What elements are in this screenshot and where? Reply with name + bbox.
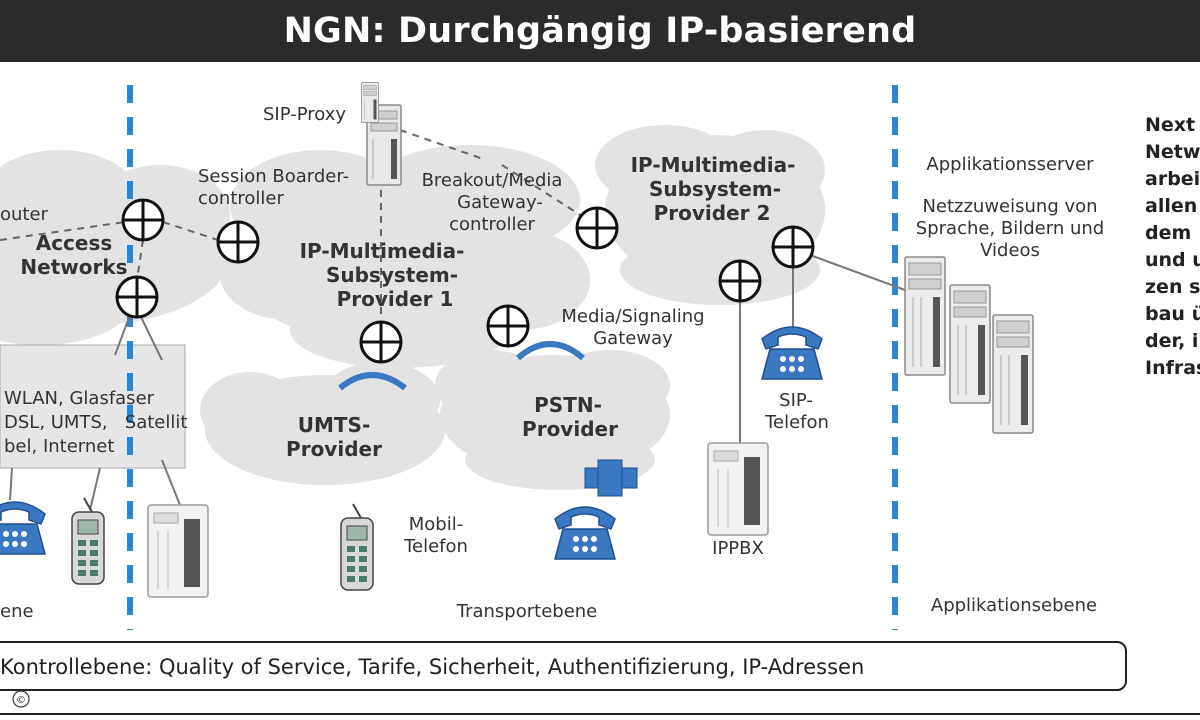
mobile-phone-icon	[340, 503, 374, 591]
cloud-ims-provider-2	[595, 125, 825, 305]
side-text-line: bau ü	[1145, 303, 1200, 325]
side-text-line: Next	[1145, 114, 1195, 136]
cloud-access-networks	[0, 150, 230, 345]
application-server-icon-1	[904, 256, 946, 376]
label-copyright: ©	[16, 695, 26, 706]
label-ims1-2: Subsystem-	[326, 263, 458, 287]
label-applikationsserver: Applikationsserver	[926, 154, 1094, 175]
label-sip-telefon-2: Telefon	[764, 412, 829, 433]
router-access-2	[115, 275, 159, 319]
label-umts-2: Provider	[286, 437, 382, 461]
ippbx-icon	[707, 442, 769, 536]
label-access-networks-1: Access	[36, 231, 113, 255]
label-ebene-left: ene	[0, 601, 34, 622]
label-ims2-3: Provider 2	[654, 201, 771, 225]
label-ims1-3: Provider 1	[337, 287, 454, 311]
network-links	[9, 254, 906, 511]
label-session-controller-1: Session Boarder-	[198, 166, 349, 187]
router-ippbx	[718, 259, 762, 303]
router-ims-2	[771, 225, 815, 269]
label-breakout-1: Breakout/Media	[422, 170, 563, 191]
side-text-line: der, i	[1145, 330, 1198, 352]
label-ims2-2: Subsystem-	[649, 177, 781, 201]
phone-left-icon	[0, 501, 46, 555]
label-sip-telefon-1: SIP-	[779, 390, 813, 411]
label-mobil-telefon-1: Mobil-	[409, 514, 463, 535]
router-ims-interconnect	[575, 206, 619, 250]
title-bar: NGN: Durchgängig IP-basierend	[0, 0, 1200, 62]
side-text-line: Netw	[1145, 141, 1200, 163]
side-text-line: zen s	[1145, 276, 1200, 298]
router-session-controller	[216, 220, 260, 264]
label-mobil-telefon-2: Telefon	[403, 536, 468, 557]
label-umts-1: UMTS-	[298, 413, 371, 437]
label-router: outer	[0, 204, 49, 225]
label-kontrollebene: Kontrollebene: Quality of Service, Tarif…	[0, 655, 864, 679]
label-transportebene: Transportebene	[456, 601, 598, 622]
side-text: Next Netw arbei allen dem und u zen s ba…	[1145, 114, 1200, 379]
side-text-line: und u	[1145, 249, 1200, 271]
side-text-line: Infras	[1145, 357, 1200, 379]
gateway-controller-server-icon	[361, 82, 379, 123]
label-media-gateway-2: Gateway	[593, 328, 673, 349]
label-netzzuweisung-2: Sprache, Bildern und	[916, 218, 1104, 239]
label-breakout-2: Gateway-	[457, 192, 543, 213]
label-session-controller-2: controller	[198, 188, 284, 209]
label-ippbx: IPPBX	[712, 538, 764, 559]
label-sip-proxy: SIP-Proxy	[263, 104, 346, 125]
label-access-types-2: DSL, UMTS, Satellit	[4, 412, 187, 433]
side-text-line: arbei	[1145, 168, 1200, 190]
router-media-gateway	[486, 304, 530, 348]
label-netzzuweisung-1: Netzzuweisung von	[922, 196, 1097, 217]
label-applikationsebene: Applikationsebene	[931, 595, 1097, 616]
label-ims1-1: IP-Multimedia-	[300, 239, 465, 263]
router-access-1	[121, 198, 165, 242]
label-media-gateway-1: Media/Signaling	[561, 306, 704, 327]
label-netzzuweisung-3: Videos	[980, 240, 1040, 261]
side-text-line: dem	[1145, 222, 1191, 244]
label-ims2-1: IP-Multimedia-	[631, 153, 796, 177]
router-ims-1	[359, 320, 403, 364]
label-breakout-3: controller	[449, 214, 535, 235]
pstn-phone-icon	[554, 506, 616, 560]
gateway-arcs	[338, 341, 585, 391]
label-access-types-3: bel, Internet	[4, 436, 114, 457]
copyright-badge	[12, 690, 30, 708]
mobile-left-icon	[71, 497, 105, 585]
label-pstn-2: Provider	[522, 417, 618, 441]
control-links	[0, 129, 586, 320]
label-pstn-1: PSTN-	[534, 393, 602, 417]
application-server-icon-3	[992, 314, 1034, 434]
pbx-left-icon	[147, 504, 209, 598]
side-text-line: allen	[1145, 195, 1197, 217]
pstn-connector-icon	[584, 459, 638, 497]
label-access-networks-2: Networks	[20, 255, 127, 279]
application-server-icon-2	[949, 284, 991, 404]
access-types-box	[0, 344, 186, 469]
diagram-title: NGN: Durchgängig IP-basierend	[283, 11, 917, 51]
control-layer-bar	[0, 641, 1127, 691]
label-access-types-1: WLAN, Glasfaser	[4, 388, 155, 409]
